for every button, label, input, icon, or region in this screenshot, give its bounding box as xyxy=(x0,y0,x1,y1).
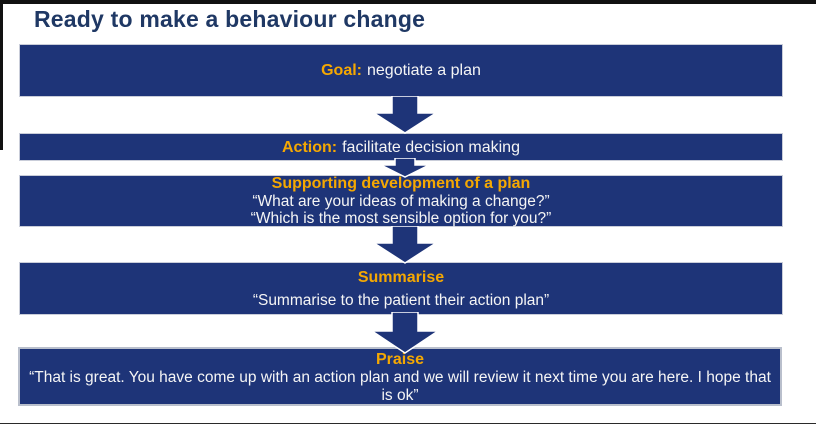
supporting-heading: Supporting development of a plan xyxy=(271,175,531,192)
summarise-quote: “Summarise to the patient their action p… xyxy=(252,291,550,309)
praise-heading: Praise xyxy=(375,351,425,368)
flow-box-action: Action:facilitate decision making xyxy=(19,133,783,161)
flow-box-supporting: Supporting development of a plan “What a… xyxy=(19,175,783,227)
action-label: Action: xyxy=(282,138,338,156)
down-arrow-icon xyxy=(369,312,441,354)
down-arrow-icon xyxy=(371,96,439,134)
summarise-heading: Summarise xyxy=(357,268,445,286)
flow-box-goal: Goal: negotiate a plan xyxy=(19,44,783,97)
down-arrow-icon xyxy=(371,226,439,264)
goal-label: Goal: xyxy=(321,62,362,79)
down-arrow-icon xyxy=(380,158,430,178)
flow-box-praise: Praise “That is great. You have come up … xyxy=(18,347,782,406)
action-text: facilitate decision making xyxy=(342,138,520,156)
supporting-quote-2: “Which is the most sensible option for y… xyxy=(250,210,552,227)
window-top-border xyxy=(0,0,816,4)
window-left-border xyxy=(0,0,3,150)
praise-quote: “That is great. You have come up with an… xyxy=(29,369,771,404)
slide-title: Ready to make a behaviour change xyxy=(34,6,426,32)
goal-text: negotiate a plan xyxy=(367,62,481,79)
flow-box-summarise: Summarise “Summarise to the patient thei… xyxy=(19,262,783,315)
supporting-quote-1: “What are your ideas of making a change?… xyxy=(252,193,550,210)
